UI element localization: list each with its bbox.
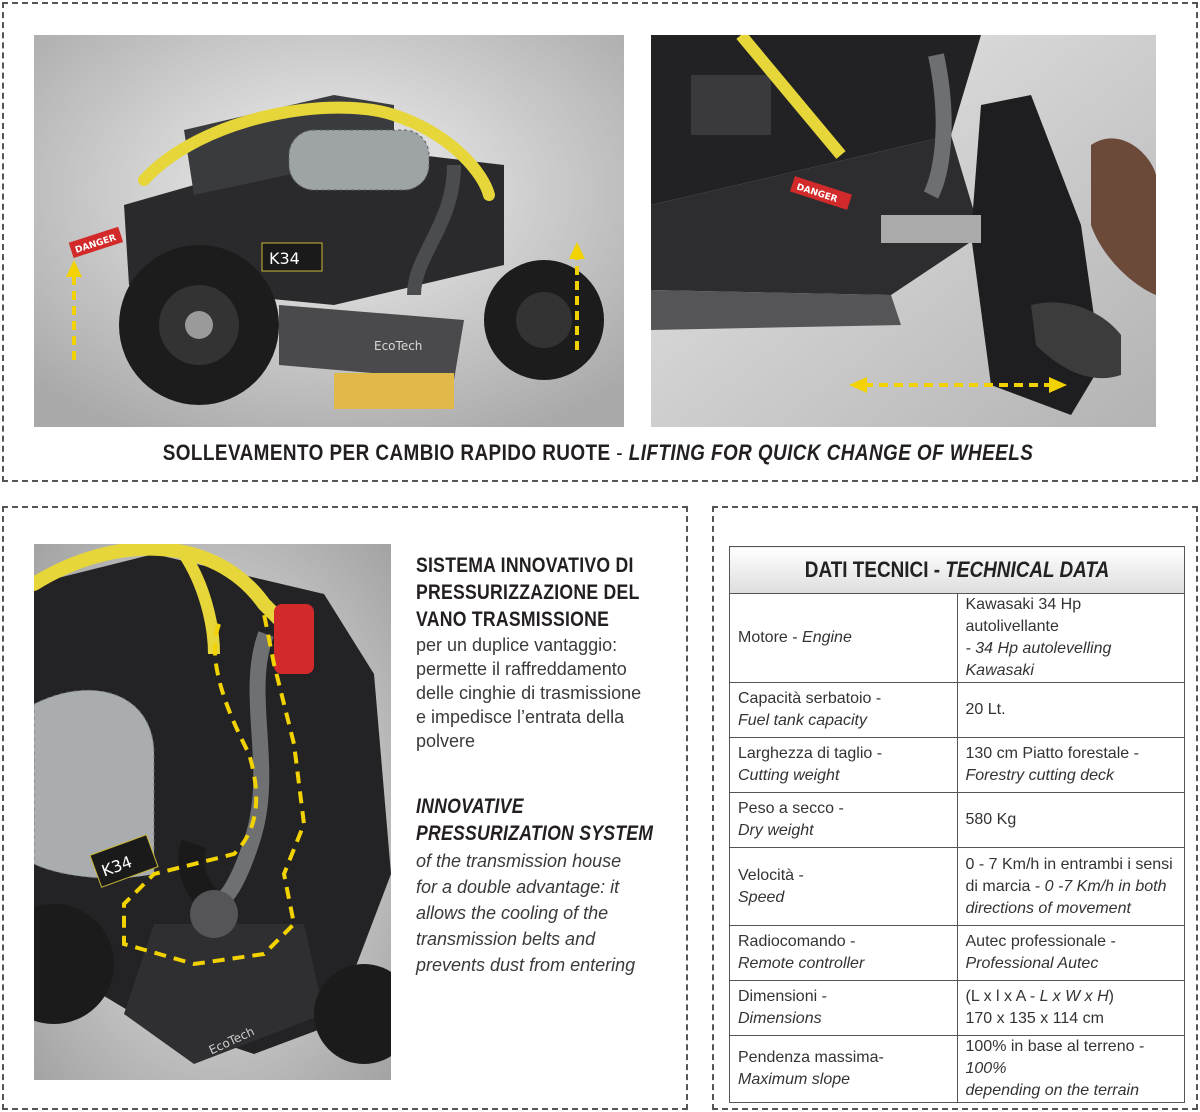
italian-body-line: delle cinghie di trasmissione <box>416 683 642 703</box>
table-row: Peso a secco -Dry weight 580 Kg <box>729 792 1185 848</box>
table-title-separator: - <box>928 557 946 582</box>
value-line: 0 - 7 Km/h in entrambi i sensi <box>965 855 1173 873</box>
caption-english: LIFTING FOR QUICK CHANGE OF WHEELS <box>628 440 1034 465</box>
italian-body-line: e impedisce l’entrata della <box>416 707 625 727</box>
italian-title-line: VANO TRASMISSIONE <box>416 608 610 631</box>
brand-logo: EcoTech <box>374 339 422 353</box>
table-title-italian: DATI TECNICI <box>804 557 929 582</box>
english-body-line: transmission belts and <box>416 929 596 949</box>
italian-title-line: SISTEMA INNOVATIVO DI <box>416 554 634 577</box>
spec-label: Pendenza massima-Maximum slope <box>729 1035 958 1103</box>
value-line: (L x l x A - L x W x H) <box>965 988 1114 1005</box>
spec-value: Autec professionale - Professional Autec <box>956 925 1185 981</box>
caption-separator: - <box>610 440 629 465</box>
spec-value: 130 cm Piatto forestale - Forestry cutti… <box>956 737 1185 793</box>
value-line: 20 Lt. <box>965 701 1006 718</box>
english-body-line: of the transmission house <box>416 851 622 871</box>
spec-label: Peso a secco -Dry weight <box>729 792 958 848</box>
transmission-illustration: K34 EcoTech <box>34 544 391 1080</box>
value-line: Kawasaki 34 Hp autolivellante <box>965 596 1082 635</box>
value-line: directions of movement <box>965 899 1131 917</box>
spec-value: (L x l x A - L x W x H) 170 x 135 x 114 … <box>956 980 1185 1036</box>
spec-value: 100% in base al terreno - 100% depending… <box>956 1035 1185 1103</box>
table-header-row: DATI TECNICI - TECHNICAL DATA <box>729 546 1185 594</box>
machine-lifted-photo: K34 EcoTech DANGER <box>34 35 624 427</box>
spec-value: 0 - 7 Km/h in entrambi i sensi di marcia… <box>956 847 1185 926</box>
pressurization-panel <box>2 506 688 1110</box>
italian-title-line: PRESSURIZZAZIONE DEL <box>416 581 640 604</box>
english-body-line: prevents dust from entering <box>416 955 636 975</box>
italian-body-line: polvere <box>416 731 476 751</box>
value-line: 100% in base al terreno - 100% <box>965 1038 1145 1077</box>
description-italian: SISTEMA INNOVATIVO DI PRESSURIZZAZIONE D… <box>416 552 684 753</box>
english-title-line: PRESSURIZATION SYSTEM <box>416 822 654 845</box>
value-line: 580 Kg <box>965 811 1017 828</box>
table-title: DATI TECNICI - TECHNICAL DATA <box>729 546 1185 594</box>
english-title-line: INNOVATIVE <box>416 795 524 818</box>
table-row: Capacità serbatoio -Fuel tank capacity 2… <box>729 682 1185 738</box>
spec-value: 20 Lt. <box>956 682 1185 738</box>
wheel-removal-photo: DANGER <box>651 35 1156 427</box>
model-badge: K34 <box>269 249 300 268</box>
value-line: 170 x 135 x 114 cm <box>965 1010 1104 1027</box>
table-row: Larghezza di taglio -Cutting weight 130 … <box>729 737 1185 793</box>
top-panel <box>2 2 1198 482</box>
value-line: - 34 Hp autolevelling Kawasaki <box>965 640 1112 679</box>
description-english: INNOVATIVE PRESSURIZATION SYSTEM of the … <box>416 793 684 977</box>
spec-label: Velocità -Speed <box>729 847 958 926</box>
airflow-path-icon <box>122 613 307 967</box>
transmission-photo: K34 EcoTech <box>34 544 391 1080</box>
english-body-line: allows the cooling of the <box>416 903 609 923</box>
wheel-removal-illustration: DANGER <box>651 35 1156 427</box>
value-line: Forestry cutting deck <box>965 767 1115 784</box>
table-row: Motore - Engine Kawasaki 34 Hp autolivel… <box>729 593 1185 683</box>
table-title-english: TECHNICAL DATA <box>945 557 1110 582</box>
spec-label: Capacità serbatoio -Fuel tank capacity <box>729 682 958 738</box>
table-row: Radiocomando -Remote controller Autec pr… <box>729 925 1185 981</box>
spec-label: Radiocomando -Remote controller <box>729 925 958 981</box>
table-row: Pendenza massima-Maximum slope 100% in b… <box>729 1035 1185 1103</box>
spec-value: Kawasaki 34 Hp autolivellante - 34 Hp au… <box>956 593 1185 683</box>
spec-label: Larghezza di taglio -Cutting weight <box>729 737 958 793</box>
spec-label: Motore - Engine <box>729 593 958 683</box>
wheel-lift-caption: SOLLEVAMENTO PER CAMBIO RAPIDO RUOTE - L… <box>84 440 1113 466</box>
spec-value: 580 Kg <box>956 792 1185 848</box>
spec-label: Dimensioni -Dimensions <box>729 980 958 1036</box>
value-line: Professional Autec <box>965 955 1099 972</box>
italian-body-line: permette il raffreddamento <box>416 659 627 679</box>
value-line: 130 cm Piatto forestale - <box>965 745 1139 762</box>
technical-data-panel <box>712 506 1198 1110</box>
table-row: Velocità -Speed 0 - 7 Km/h in entrambi i… <box>729 847 1185 926</box>
machine-lifted-illustration: K34 EcoTech DANGER <box>34 35 624 427</box>
caption-italian: SOLLEVAMENTO PER CAMBIO RAPIDO RUOTE <box>162 440 611 465</box>
table-row: Dimensioni -Dimensions (L x l x A - L x … <box>729 980 1185 1036</box>
italian-body-line: per un duplice vantaggio: <box>416 635 618 655</box>
english-body-line: for a double advantage: it <box>416 877 620 897</box>
value-line: di marcia - 0 -7 Km/h in both <box>965 877 1167 895</box>
value-line: Autec professionale - <box>965 933 1116 950</box>
technical-data-table: DATI TECNICI - TECHNICAL DATA Motore - E… <box>729 546 1185 1103</box>
pressurization-description: SISTEMA INNOVATIVO DI PRESSURIZZAZIONE D… <box>416 552 684 977</box>
value-line: depending on the terrain <box>965 1082 1139 1099</box>
